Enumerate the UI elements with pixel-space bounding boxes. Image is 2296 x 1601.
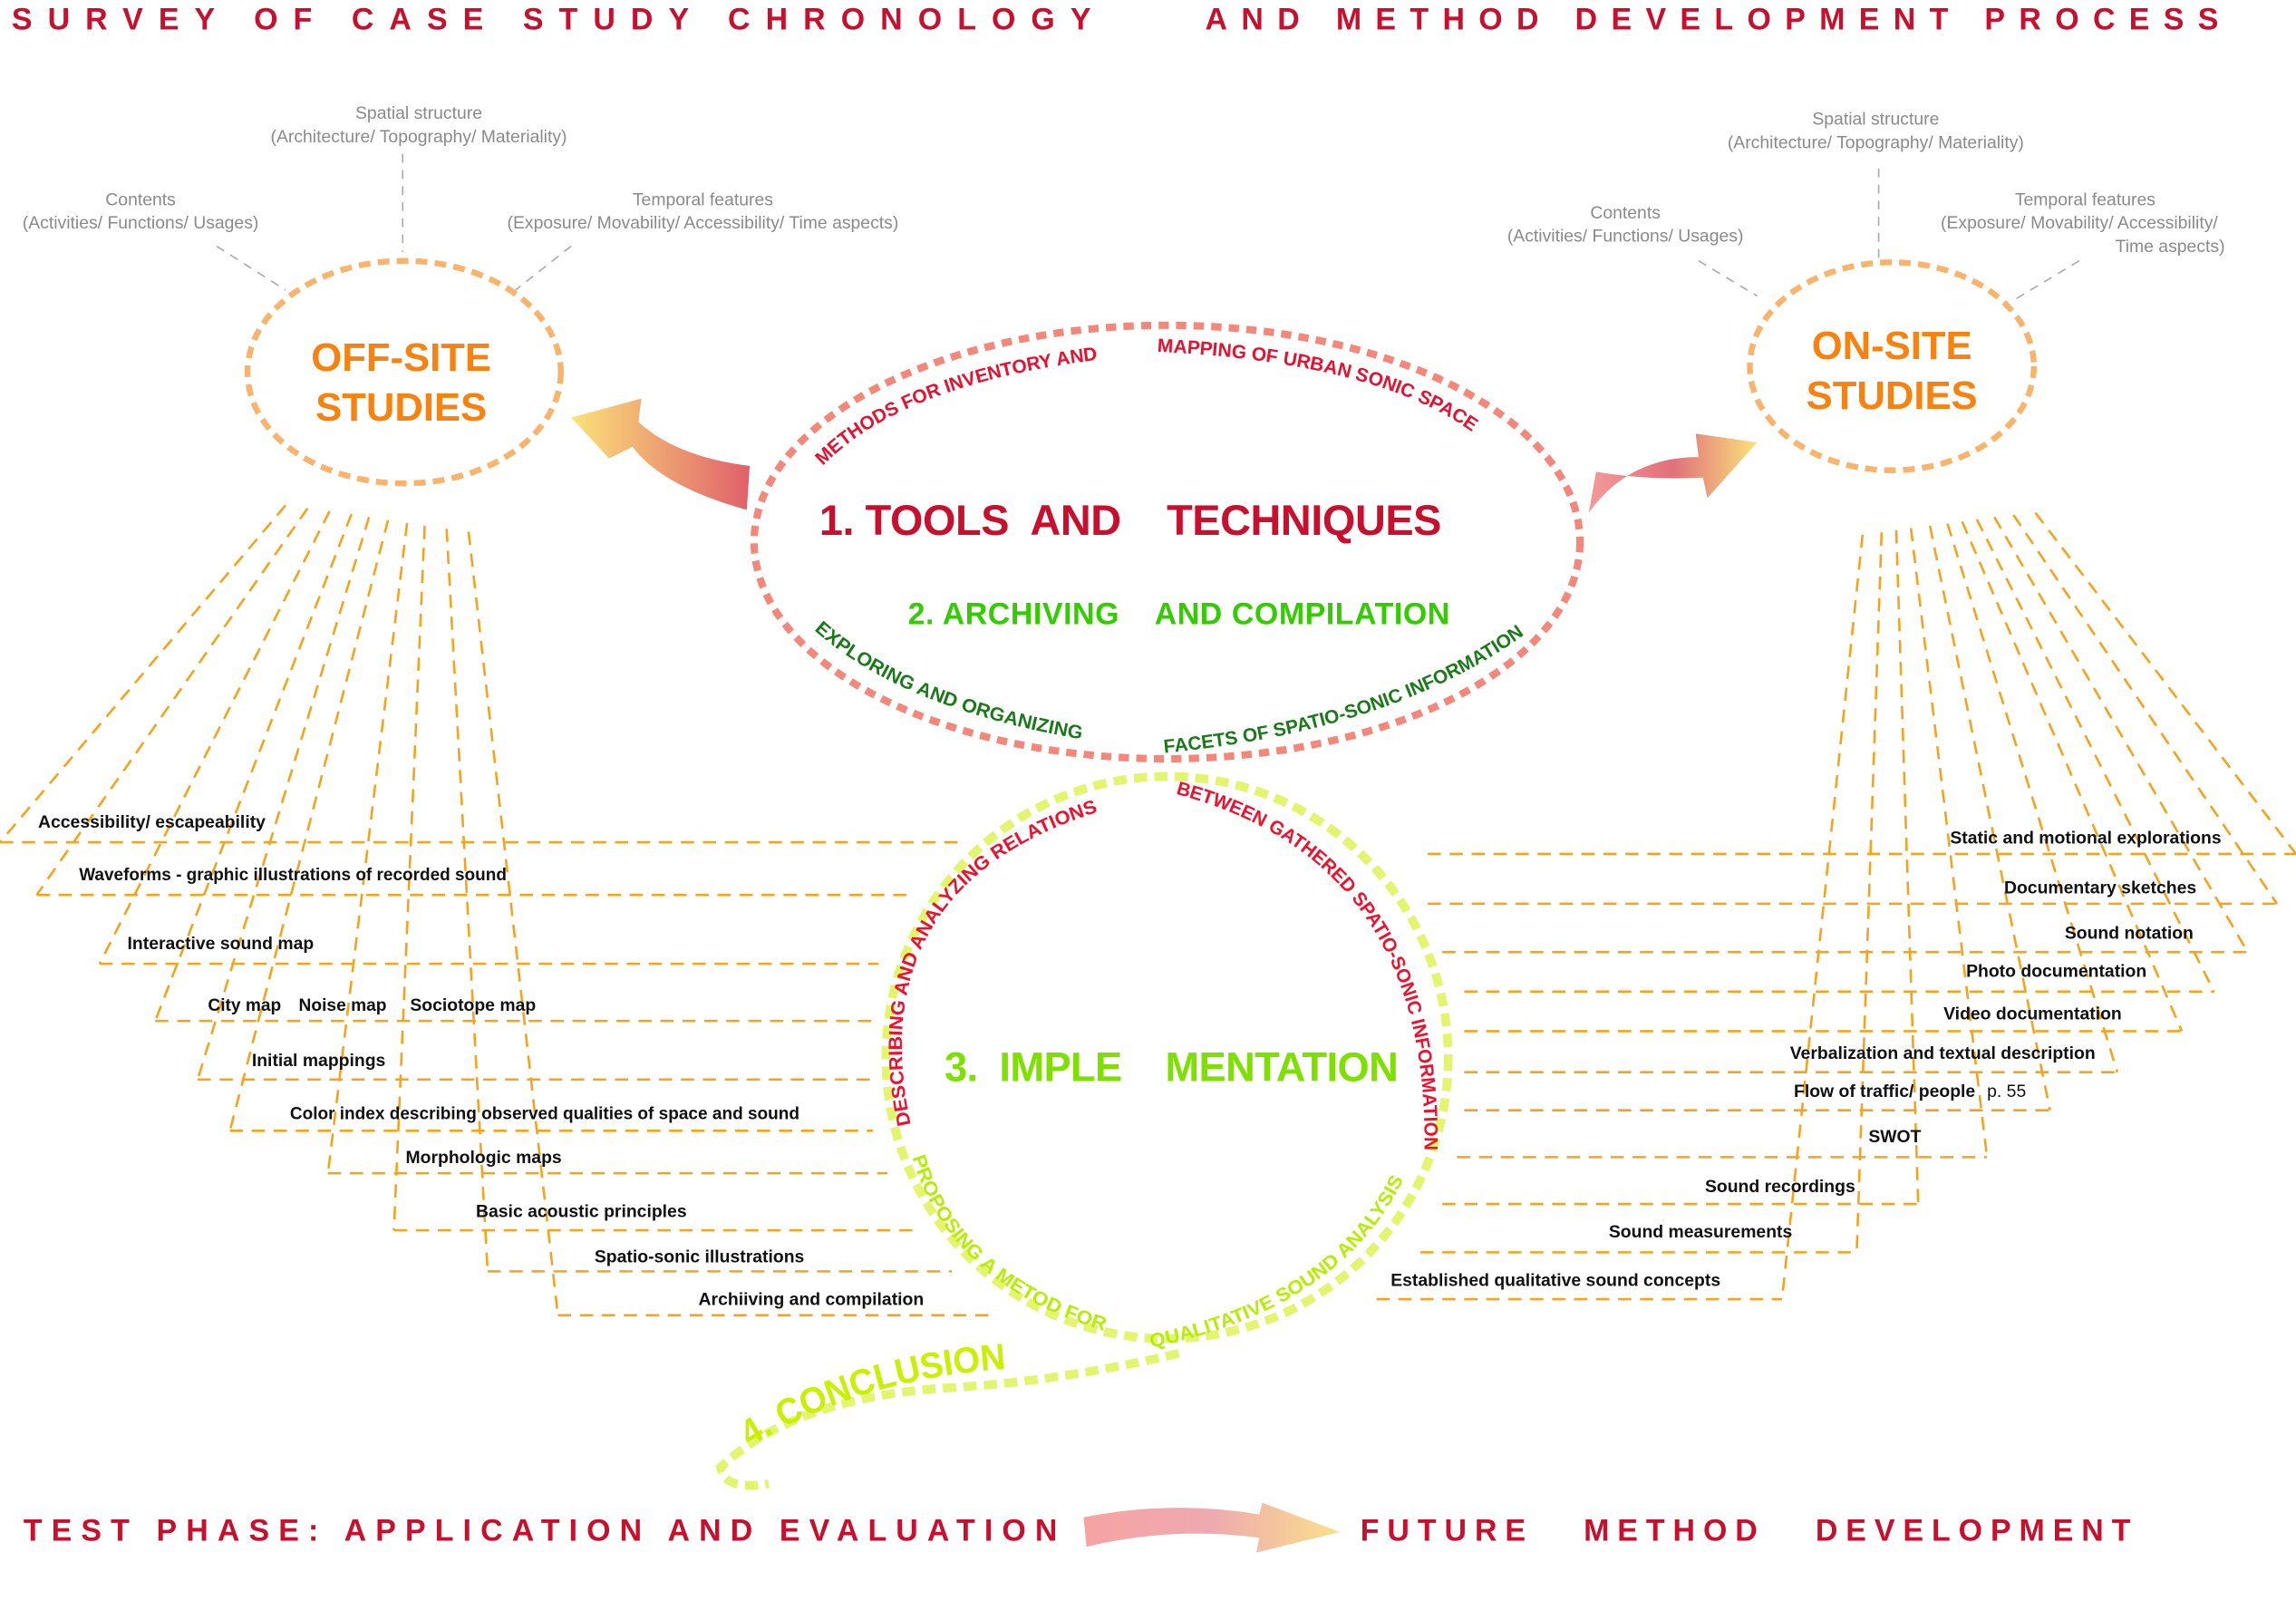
spatial-structure-detail: (Architecture/ Topography/ Materiality)	[271, 127, 567, 147]
list-item: City map	[208, 995, 281, 1015]
fan-line	[1993, 516, 2249, 953]
spatial-structure-label: Spatial structure	[1812, 109, 1939, 129]
fan-line	[35, 507, 309, 896]
fan-line	[2012, 514, 2279, 905]
tools-ellipse	[750, 321, 1584, 762]
off-site-ellipse	[244, 257, 564, 487]
list-item: Accessibility/ escapeability	[38, 812, 266, 832]
fan-line	[1855, 532, 1884, 1253]
arc-proposing: PROPOSING A METOD FOR	[908, 1152, 1109, 1334]
connector-lines	[1698, 168, 2080, 302]
arrow-to-future	[1083, 1502, 1341, 1553]
list-item: Flow of traffic/ people	[1794, 1082, 1975, 1101]
on-site-aspects: Spatial structure (Architecture/ Topogra…	[1507, 109, 2225, 302]
list-item: Interactive sound map	[128, 934, 315, 954]
arc-qualitative: QUALITATIVE SOUND ANALYSIS	[1148, 1172, 1408, 1353]
list-item: Archiiving and compilation	[699, 1290, 925, 1310]
list-item: Static and motional explorations	[1950, 829, 2221, 849]
list-item: SWOT	[1868, 1127, 1921, 1147]
implementation-heading: 3. IMPLE MENTATION	[945, 1043, 1399, 1090]
conclusion-curve	[715, 1349, 1180, 1490]
archiving-heading: 2. ARCHIVING AND COMPILATION	[908, 597, 1450, 631]
arc-methods: METHODS FOR INVENTORY AND	[811, 344, 1099, 470]
arc-mapping: MAPPING OF URBAN SONIC SPACE	[1157, 335, 1481, 436]
fan-line	[326, 522, 409, 1174]
fan-line	[467, 531, 559, 1315]
conclusion-heading: 4. CONCLUSION	[732, 1335, 1007, 1454]
test-phase-label: TEST PHASE: APPLICATION AND EVALUATION	[24, 1514, 1057, 1548]
fan-line	[228, 519, 390, 1131]
list-item: Verbalization and textual description	[1790, 1043, 2096, 1063]
fan-line	[1894, 529, 1920, 1205]
fan-line	[392, 526, 426, 1231]
list-item: Established qualitative sound concepts	[1390, 1271, 1720, 1291]
list-item: Sound notation	[2065, 924, 2194, 944]
contents-label: Contents	[1590, 203, 1661, 223]
arrow-to-off-site	[571, 398, 751, 510]
list-item: Noise map	[299, 995, 387, 1015]
list-item: Sound measurements	[1609, 1222, 1792, 1242]
list-item: Waveforms - graphic illustrations of rec…	[79, 865, 507, 885]
page-reference: p. 55	[1987, 1082, 2026, 1101]
temporal-detail: (Exposure/ Movability/ Accessibility/ Ti…	[508, 213, 899, 233]
arc-facets: FACETS OF SPATIO-SONIC INFORMATION	[1163, 621, 1527, 757]
contents-detail: (Activities/ Functions/ Usages)	[23, 213, 259, 233]
fan-line	[98, 510, 331, 965]
list-item: Spatio-sonic illustrations	[595, 1247, 804, 1267]
list-item: Video documentation	[1943, 1004, 2122, 1024]
fan-line	[1909, 528, 1989, 1158]
on-site-title: ON-SITE	[1812, 325, 1972, 368]
arrow-to-on-site	[1588, 433, 1758, 513]
connector-lines	[216, 153, 572, 291]
contents-label: Contents	[105, 189, 176, 209]
fan-line	[196, 517, 371, 1081]
list-item: Documentary sketches	[2004, 878, 2196, 898]
fan-line	[1975, 519, 2215, 993]
list-item: Morphologic maps	[405, 1148, 561, 1168]
future-method-label: FUTURE METHOD DEVELOPMENT	[1361, 1514, 2131, 1548]
fan-line	[1946, 523, 2119, 1073]
list-item: Photo documentation	[1966, 962, 2146, 982]
tools-heading: 1. TOOLS AND TECHNIQUES	[819, 497, 1442, 544]
off-site-aspects: Spatial structure (Architecture/ Topogra…	[23, 103, 899, 291]
fan-line	[1961, 520, 2184, 1032]
on-site-subtitle: STUDIES	[1807, 374, 1978, 418]
on-site-ellipse	[1747, 259, 2038, 473]
fan-line	[0, 504, 286, 843]
spatial-structure-detail: (Architecture/ Topography/ Materiality)	[1728, 132, 2024, 152]
on-site-items: Static and motional explorations Documen…	[1390, 829, 2221, 1291]
temporal-detail-2: Time aspects)	[2116, 237, 2225, 257]
fan-line	[445, 529, 489, 1272]
list-item: Basic acoustic principles	[476, 1202, 687, 1222]
temporal-label: Temporal features	[2015, 189, 2156, 209]
title-right: AND METHOD DEVELOPMENT PROCESS	[1206, 2, 2219, 36]
off-site-items: Accessibility/ escapeability Waveforms -…	[38, 812, 924, 1310]
temporal-detail: (Exposure/ Movability/ Accessibility/	[1941, 213, 2218, 233]
list-item: Color index describing observed qualitie…	[290, 1103, 799, 1123]
arc-between: BETWEEN GATHERED SPATIO-SONIC INFORMATIO…	[1175, 778, 1441, 1150]
temporal-label: Temporal features	[633, 189, 773, 209]
off-site-subtitle: STUDIES	[315, 386, 487, 430]
implementation-circle	[881, 771, 1453, 1344]
contents-detail: (Activities/ Functions/ Usages)	[1507, 227, 1744, 247]
title-left: SURVEY OF CASE STUDY CHRONOLOGY	[12, 2, 1091, 36]
spatial-structure-label: Spatial structure	[355, 103, 482, 123]
fan-line	[1780, 534, 1865, 1300]
list-item: Initial mappings	[252, 1051, 385, 1071]
fan-line	[2034, 511, 2296, 855]
list-item: Sound recordings	[1705, 1177, 1855, 1197]
fan-line	[1928, 525, 2051, 1111]
fan-line	[154, 513, 353, 1022]
fan-lines	[0, 504, 2296, 1317]
list-item: Sociotope map	[410, 995, 536, 1015]
off-site-title: OFF-SITE	[311, 336, 491, 380]
